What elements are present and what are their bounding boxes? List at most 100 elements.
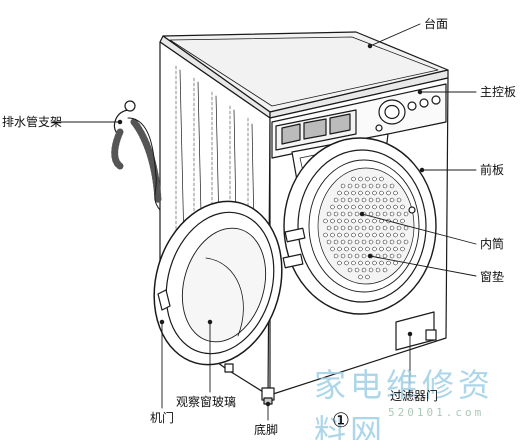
drum-hole bbox=[361, 239, 367, 245]
watermark-url: 520101.com bbox=[388, 406, 485, 419]
watermark-text: 家电维修资料网 bbox=[314, 366, 495, 440]
drum-hole bbox=[379, 176, 384, 182]
drum-hole bbox=[344, 190, 349, 196]
drum-hole bbox=[403, 239, 409, 245]
drum-hole bbox=[344, 204, 349, 210]
drum-hole bbox=[337, 190, 342, 196]
drum-hole bbox=[382, 183, 388, 189]
watermark: 家电维修资料网 520101.com bbox=[292, 360, 528, 440]
drum-hole bbox=[337, 260, 342, 266]
drum-hole bbox=[386, 204, 391, 210]
drum-hole bbox=[330, 246, 335, 252]
drum-hole bbox=[340, 197, 346, 203]
drum-hole bbox=[351, 232, 356, 238]
drum-hole bbox=[379, 232, 384, 238]
drum-hole bbox=[386, 232, 391, 238]
drum-hole bbox=[372, 260, 377, 266]
drum-hole bbox=[358, 232, 363, 238]
drum-hole bbox=[400, 218, 405, 224]
label-control-panel: 主控板 bbox=[480, 85, 517, 99]
drum-hole bbox=[330, 218, 335, 224]
drum-hole bbox=[340, 225, 346, 231]
drum-hole bbox=[361, 267, 367, 273]
drum-hole bbox=[389, 239, 395, 245]
drum-hole bbox=[340, 183, 346, 189]
drum-hole bbox=[368, 211, 374, 217]
drum-hole bbox=[389, 225, 395, 231]
drum-hole bbox=[337, 232, 342, 238]
drum-hole bbox=[389, 211, 395, 217]
drum-hole bbox=[365, 274, 370, 280]
drum-hole bbox=[358, 190, 363, 196]
drum-hole bbox=[389, 183, 395, 189]
drum-hole bbox=[333, 197, 339, 203]
drum-hole bbox=[326, 239, 332, 245]
drum-hole bbox=[323, 218, 328, 224]
drum-hole bbox=[372, 190, 377, 196]
drum-hole bbox=[375, 267, 381, 273]
drum-hole bbox=[375, 225, 381, 231]
drum-hole bbox=[361, 253, 367, 259]
drum-hole bbox=[365, 204, 370, 210]
drum-hole bbox=[351, 260, 356, 266]
figure-number: ① bbox=[332, 408, 350, 432]
drum-hole bbox=[333, 253, 339, 259]
drum-hole bbox=[347, 267, 353, 273]
drum-hole bbox=[337, 246, 342, 252]
drum-hole bbox=[372, 204, 377, 210]
drum-hole bbox=[347, 183, 353, 189]
drum-hole bbox=[361, 197, 367, 203]
open-door bbox=[153, 200, 306, 366]
leader-lines bbox=[51, 23, 477, 421]
drum-hole bbox=[382, 267, 388, 273]
drum-hole bbox=[365, 260, 370, 266]
drum-hole bbox=[382, 211, 388, 217]
drum-hole bbox=[344, 260, 349, 266]
cabinet-top bbox=[159, 31, 449, 119]
drum-hole bbox=[396, 239, 402, 245]
drum-hole bbox=[351, 246, 356, 252]
drum-hole bbox=[337, 218, 342, 224]
drum-hole bbox=[351, 176, 356, 182]
drum-hole bbox=[372, 176, 377, 182]
drum-hole bbox=[358, 204, 363, 210]
drum-hole bbox=[333, 225, 339, 231]
drum-hole bbox=[379, 190, 384, 196]
drum-hole bbox=[361, 183, 367, 189]
drum-hole bbox=[372, 246, 377, 252]
drum-hole bbox=[372, 218, 377, 224]
drum-hole bbox=[400, 204, 405, 210]
drum-hole bbox=[344, 232, 349, 238]
drum-hole bbox=[330, 232, 335, 238]
drum-hole bbox=[354, 253, 360, 259]
drum-hole bbox=[354, 197, 360, 203]
machine-feet bbox=[224, 329, 437, 405]
drum-hole bbox=[354, 225, 360, 231]
drum-hole bbox=[330, 204, 335, 210]
drum-hole bbox=[358, 176, 363, 182]
drum-hole bbox=[347, 239, 353, 245]
label-feet: 底脚 bbox=[254, 423, 279, 437]
drum-hole bbox=[323, 232, 328, 238]
drum-hole bbox=[358, 246, 363, 252]
drum-hole bbox=[396, 211, 402, 217]
drum-hole bbox=[386, 190, 391, 196]
drum-hole bbox=[337, 204, 342, 210]
drum-hole bbox=[347, 225, 353, 231]
drum-hole bbox=[389, 253, 395, 259]
drum-hole bbox=[403, 211, 409, 217]
drum-hole bbox=[344, 218, 349, 224]
drum-hole bbox=[396, 253, 402, 259]
drum-hole bbox=[393, 232, 398, 238]
drum-hole bbox=[368, 267, 374, 273]
drum-hole bbox=[354, 211, 360, 217]
label-countertop: 台面 bbox=[424, 17, 449, 31]
drum-hole bbox=[375, 183, 381, 189]
drum-hole bbox=[354, 239, 360, 245]
drum-hole bbox=[354, 183, 360, 189]
drum-hole bbox=[351, 190, 356, 196]
drum-hole bbox=[361, 225, 367, 231]
label-inner-drum: 内筒 bbox=[480, 237, 505, 251]
